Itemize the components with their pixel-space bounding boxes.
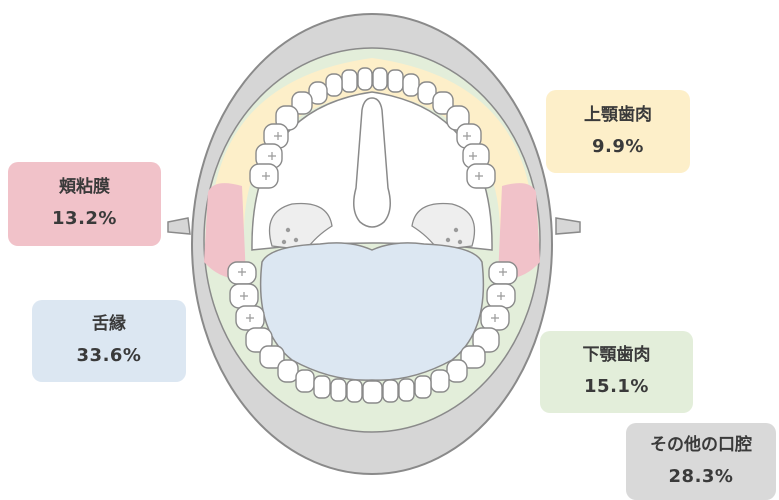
buccal-mucosa-right [498,183,540,279]
buccal-mucosa-percent: 13.2% [52,208,117,230]
upper-gingiva-name: 上顎歯肉 [584,104,652,125]
buccal-mucosa-left [204,183,246,279]
tongue-margin-percent: 33.6% [76,345,142,367]
lip-corner-right [555,217,581,235]
other-oral-percent: 28.3% [668,465,734,487]
buccal-mucosa-label: 頬粘膜 13.2% [8,162,161,246]
lower-gingiva-percent: 15.1% [584,376,649,398]
lower-gingiva-name: 下顎歯肉 [582,345,651,366]
other-oral-label: その他の口腔 28.3% [626,423,776,500]
upper-gingiva-percent: 9.9% [592,135,644,157]
other-oral-name: その他の口腔 [650,434,752,455]
upper-teeth [249,67,496,189]
lower-gingiva-label: 下顎歯肉 15.1% [540,331,693,413]
tonsil-right [411,202,476,251]
upper-gingiva-label: 上顎歯肉 9.9% [546,90,690,173]
lower-teeth [227,261,518,404]
tongue-margin-name: 舌縁 [92,314,126,335]
tonsil-left [268,202,333,251]
uvula [353,97,391,228]
lip-corner-left [167,217,191,235]
buccal-mucosa-name: 頬粘膜 [59,177,110,198]
tongue-margin-label: 舌縁 33.6% [32,300,186,382]
tongue [259,242,485,381]
